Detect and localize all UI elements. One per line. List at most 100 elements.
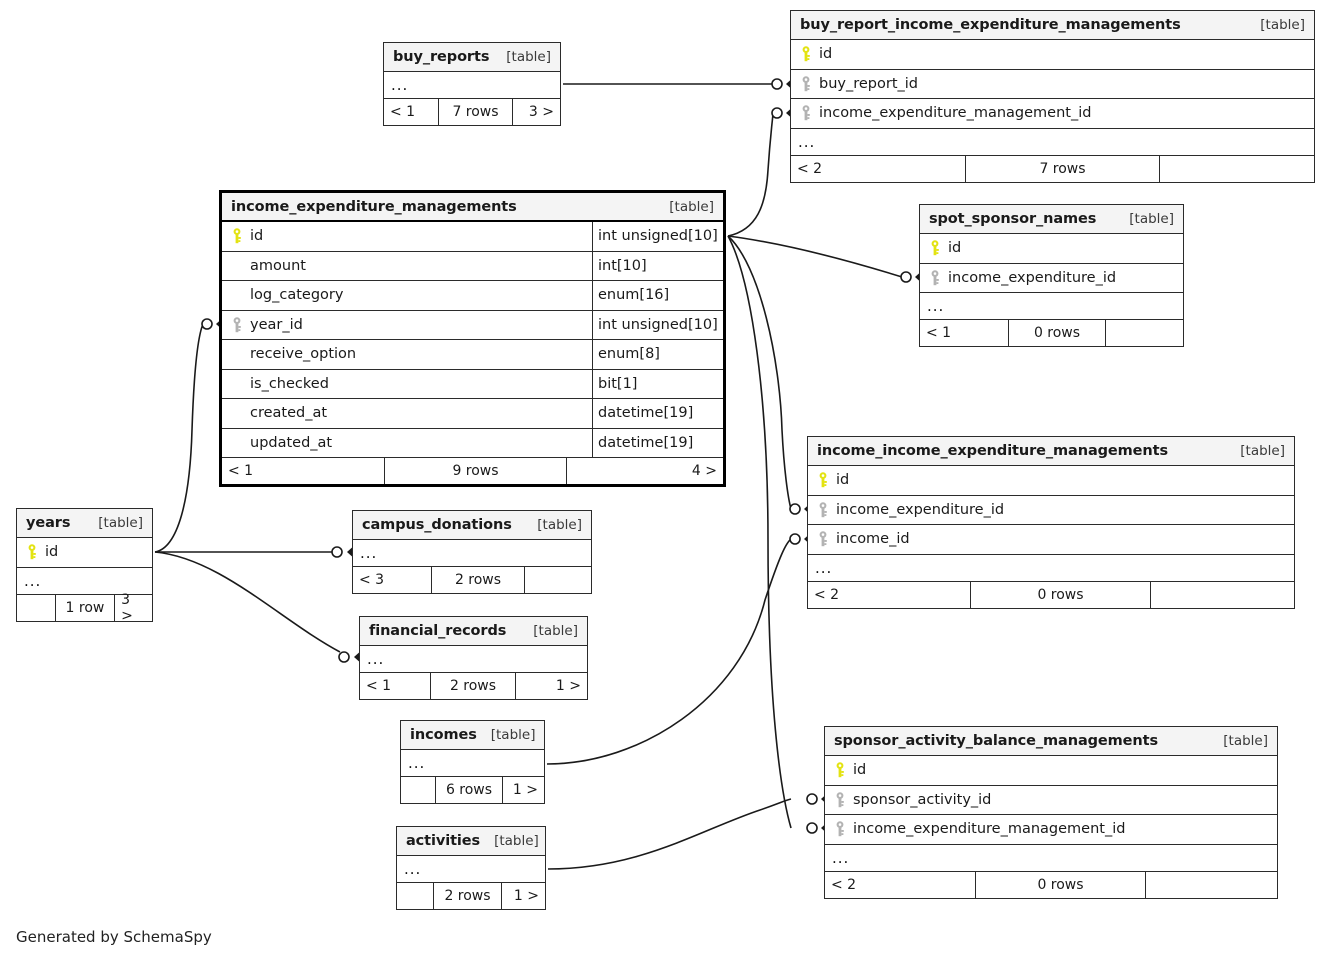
column-type: int unsigned[10] xyxy=(592,310,723,339)
footer-next-count[interactable]: 1 > xyxy=(502,777,544,803)
column-name-cell: income_id xyxy=(808,530,1294,548)
column-row[interactable]: id xyxy=(920,234,1183,264)
hidden-columns-ellipsis: ... xyxy=(384,72,560,99)
footer-prev-count[interactable] xyxy=(401,777,435,803)
column-name-cell: sponsor_activity_id xyxy=(825,791,1277,809)
column-row[interactable]: buy_report_id xyxy=(791,70,1314,99)
column-row[interactable]: id xyxy=(791,40,1314,70)
column-name: buy_report_id xyxy=(819,75,918,92)
hidden-columns-ellipsis: ... xyxy=(791,129,1314,156)
column-name: income_id xyxy=(836,531,910,548)
relationship-optional-marker xyxy=(771,107,783,119)
footer-prev-count[interactable]: < 3 xyxy=(359,572,385,588)
footer-row-count: 7 rows xyxy=(438,99,512,125)
primary-key-icon xyxy=(832,761,848,779)
column-name: is_checked xyxy=(250,375,329,392)
table-header: buy_report_income_expenditure_management… xyxy=(791,11,1314,40)
table-sponsor_activity_balance_managements[interactable]: sponsor_activity_balance_managements[tab… xyxy=(824,726,1278,899)
column-row[interactable]: income_expenditure_management_id xyxy=(825,815,1277,845)
table-income_income_expenditure_managements[interactable]: income_income_expenditure_managements[ta… xyxy=(807,436,1295,609)
column-name: id xyxy=(45,544,59,561)
foreign-key-icon xyxy=(815,501,831,519)
column-name-cell: buy_report_id xyxy=(791,75,1314,93)
column-row[interactable]: id xyxy=(808,466,1294,496)
table-header: financial_records[table] xyxy=(360,617,587,646)
table-kind-label: [table] xyxy=(98,515,143,531)
column-name-cell: receive_option xyxy=(222,345,592,363)
relationship-edge xyxy=(154,551,341,653)
footer-row-count: 1 row xyxy=(54,594,114,621)
footer-next-count[interactable] xyxy=(1145,871,1277,898)
column-row[interactable]: income_expenditure_id xyxy=(920,264,1183,293)
footer-next-count[interactable]: 1 > xyxy=(515,673,587,699)
footer-credit: Generated by SchemaSpy xyxy=(16,928,212,946)
footer-prev-count[interactable] xyxy=(17,595,55,621)
hidden-columns-ellipsis: ... xyxy=(17,568,152,595)
table-title: financial_records xyxy=(369,623,507,639)
column-name-cell: updated_at xyxy=(222,434,592,452)
foreign-key-icon xyxy=(815,530,831,548)
foreign-key-icon xyxy=(229,316,245,334)
table-title: years xyxy=(26,515,71,531)
column-row[interactable]: id xyxy=(825,756,1277,786)
hidden-columns-ellipsis: ... xyxy=(920,293,1183,320)
footer-next-count[interactable]: 1 > xyxy=(501,883,545,909)
table-header: buy_reports[table] xyxy=(384,43,560,72)
table-header: sponsor_activity_balance_managements[tab… xyxy=(825,727,1277,756)
footer-prev-count[interactable]: < 1 xyxy=(366,678,392,694)
table-header: spot_sponsor_names[table] xyxy=(920,205,1183,234)
footer-prev-count[interactable] xyxy=(397,883,433,909)
footer-next-count[interactable]: 3 > xyxy=(114,592,152,624)
footer-prev-count[interactable]: < 2 xyxy=(814,586,840,603)
column-name-cell: id xyxy=(808,471,1294,489)
column-row[interactable]: id xyxy=(17,538,152,568)
column-name-cell: created_at xyxy=(222,404,592,422)
footer-next-count[interactable]: 4 > xyxy=(566,458,723,484)
column-row[interactable]: sponsor_activity_id xyxy=(825,786,1277,815)
column-row[interactable]: income_expenditure_management_id xyxy=(791,99,1314,129)
footer-prev-count[interactable]: < 2 xyxy=(797,160,823,177)
footer-next-count[interactable]: 3 > xyxy=(512,99,560,125)
column-type: datetime[19] xyxy=(592,428,723,457)
footer-next-count[interactable] xyxy=(524,567,591,593)
column-name: updated_at xyxy=(250,434,333,451)
table-title: buy_report_income_expenditure_management… xyxy=(800,17,1181,33)
column-row[interactable]: income_id xyxy=(808,525,1294,555)
column-type: int unsigned[10] xyxy=(592,222,723,251)
footer-prev-count[interactable]: < 1 xyxy=(390,104,416,120)
footer-prev-count[interactable]: < 2 xyxy=(831,876,857,893)
table-kind-label: [table] xyxy=(1129,211,1174,227)
table-spot_sponsor_names[interactable]: spot_sponsor_names[table]id income_expend… xyxy=(919,204,1184,347)
column-name: id xyxy=(948,240,962,257)
table-buy_report_income_expenditure_managements[interactable]: buy_report_income_expenditure_management… xyxy=(790,10,1315,183)
footer-prev-count[interactable]: < 1 xyxy=(926,325,952,341)
footer-next-count[interactable] xyxy=(1105,320,1183,346)
column-row[interactable]: updated_at datetime[19] xyxy=(222,428,723,458)
table-header: years [table] xyxy=(17,509,152,538)
footer-prev-count[interactable]: < 1 xyxy=(228,463,254,479)
relationship-optional-marker xyxy=(201,318,213,330)
footer-next-count[interactable] xyxy=(1150,581,1294,608)
hidden-columns-ellipsis: ... xyxy=(401,750,544,777)
column-row[interactable]: income_expenditure_id xyxy=(808,496,1294,525)
table-header: activities[table] xyxy=(397,827,545,856)
no-key-spacer xyxy=(229,375,245,393)
footer-next-count[interactable] xyxy=(1159,155,1314,182)
